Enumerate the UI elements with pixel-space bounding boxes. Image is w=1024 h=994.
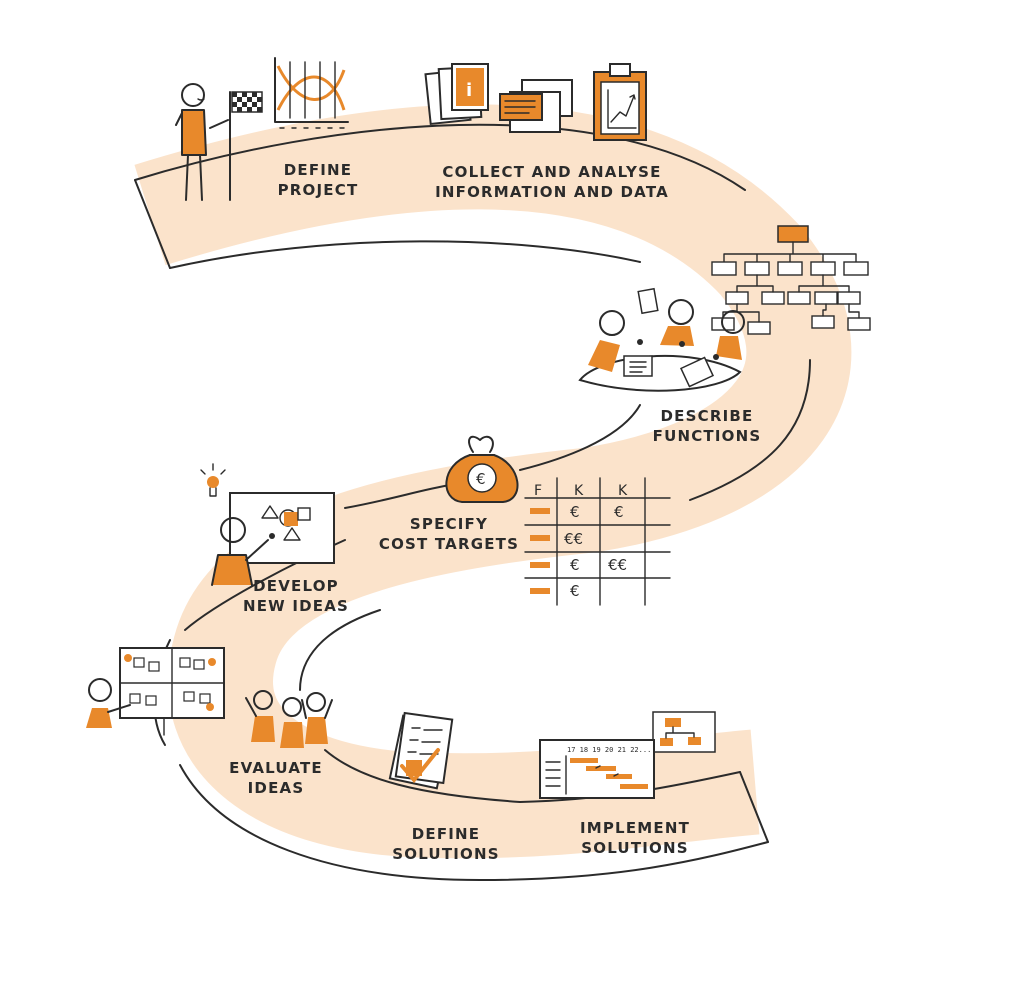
cost-cell-r3c2: €€ xyxy=(608,556,627,574)
lightbulb-whiteboard-icon xyxy=(200,463,335,586)
cost-cell-r2c1: €€ xyxy=(564,530,583,548)
cost-cell-r1c1: € xyxy=(570,503,580,521)
road-edge-mid-top xyxy=(344,484,451,509)
road-edge-top xyxy=(134,123,746,191)
gantt-header: 17 18 19 20 21 22... xyxy=(567,746,651,754)
road-edge-mid-inner xyxy=(299,609,381,691)
cost-cell-r1c2: € xyxy=(614,503,624,521)
cost-cell-r4c1: € xyxy=(570,582,580,600)
road-end-cap xyxy=(739,771,769,843)
documents-clipboard-icon: i xyxy=(424,63,647,141)
board-voting-group-icon xyxy=(86,647,333,748)
road-edge-inner-right xyxy=(519,404,641,471)
road-edge-inner-top xyxy=(169,240,641,269)
checklist-icon xyxy=(388,711,454,790)
road-band xyxy=(134,104,852,859)
road-edge-outer-right xyxy=(689,359,811,501)
cost-table-header-k1: K xyxy=(574,483,584,499)
svg-text:i: i xyxy=(466,80,472,101)
money-bag-table-icon: € F K K € € €€ € €€ € xyxy=(445,435,671,606)
money-bag-symbol: € xyxy=(476,470,486,488)
road-edge-bottom xyxy=(179,764,769,881)
team-meeting-tree-icon xyxy=(578,225,871,392)
gantt-chart-icon: 17 18 19 20 21 22... xyxy=(539,711,716,799)
road-start-cap xyxy=(134,179,171,269)
cost-table-header-f: F xyxy=(534,483,542,499)
cost-table-header-k2: K xyxy=(618,483,628,499)
flag-person-chart-icon xyxy=(175,57,349,201)
road-edge-bottom-inner xyxy=(324,749,741,803)
cost-cell-r3c1: € xyxy=(570,556,580,574)
